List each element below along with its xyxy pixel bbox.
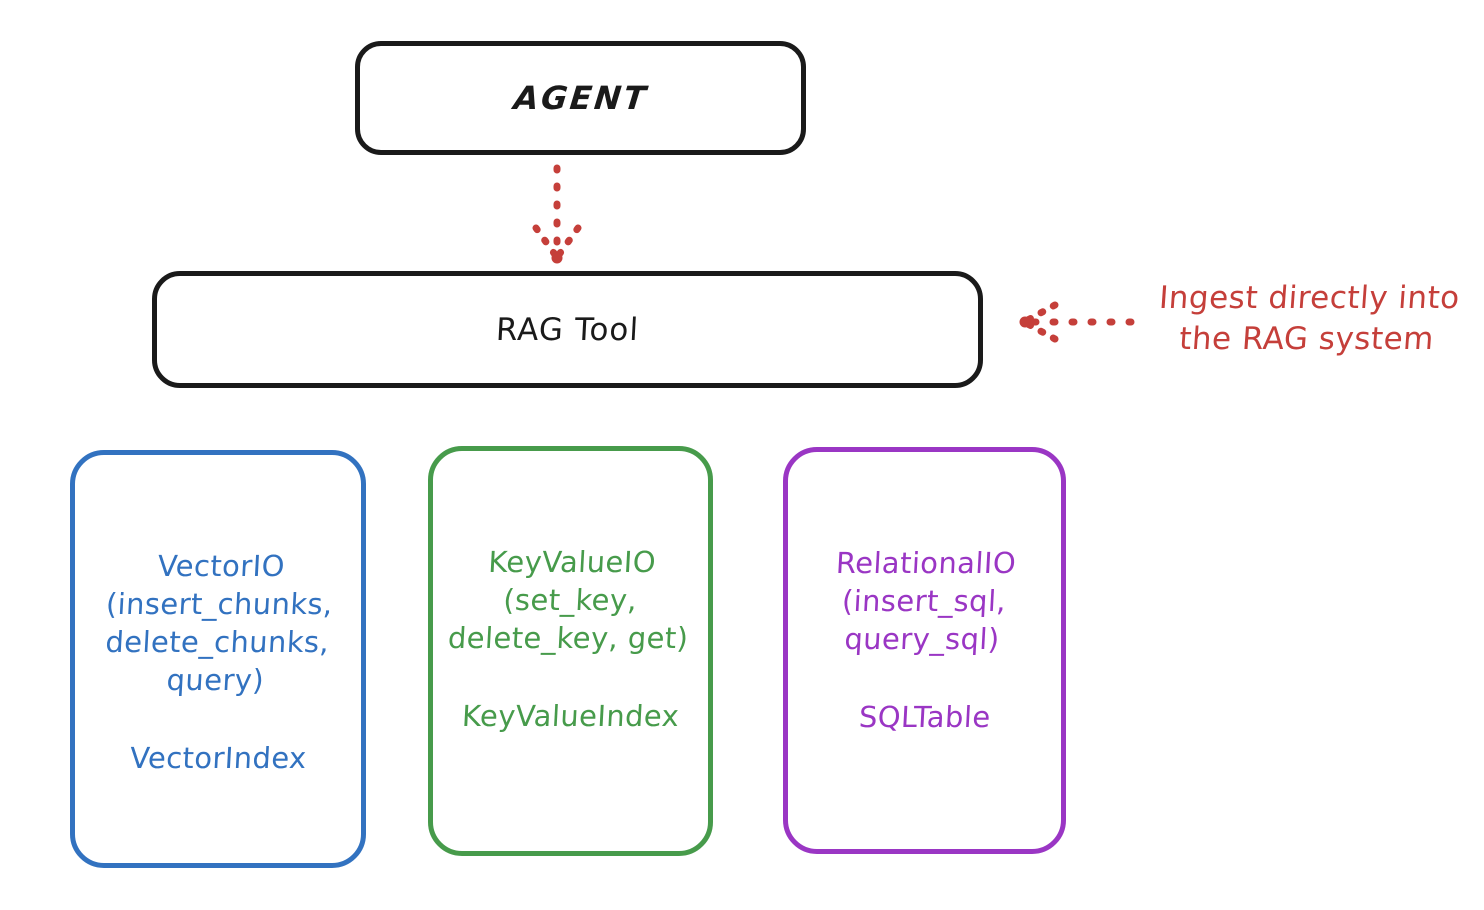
node-relational-io[interactable]: RelationalIO (insert_sql, query_sql) SQL… <box>783 447 1066 854</box>
annotation-ingest-directly: Ingest directly into the RAG system <box>1157 280 1461 357</box>
node-rag-tool-label: RAG Tool <box>495 311 640 348</box>
node-agent[interactable]: AGENT <box>355 41 806 155</box>
node-key-value-io[interactable]: KeyValueIO (set_key, delete_key, get) Ke… <box>428 446 713 856</box>
node-key-value-index-label: KeyValueIndex <box>460 699 681 733</box>
node-vector-io-api: VectorIO (insert_chunks, delete_chunks, … <box>104 549 334 697</box>
node-relational-io-api: RelationalIO (insert_sql, query_sql) <box>835 546 1018 656</box>
node-vector-index-label: VectorIndex <box>128 741 308 775</box>
node-sql-table-label: SQLTable <box>857 700 992 734</box>
node-key-value-io-api: KeyValueIO (set_key, delete_key, get) <box>447 545 690 655</box>
connector-agent-to-rag-tool <box>532 164 582 264</box>
connector-ingest-to-rag-tool <box>1019 301 1135 343</box>
node-agent-label: AGENT <box>511 79 650 117</box>
node-rag-tool[interactable]: RAG Tool <box>152 271 983 388</box>
node-vector-io[interactable]: VectorIO (insert_chunks, delete_chunks, … <box>70 450 366 868</box>
